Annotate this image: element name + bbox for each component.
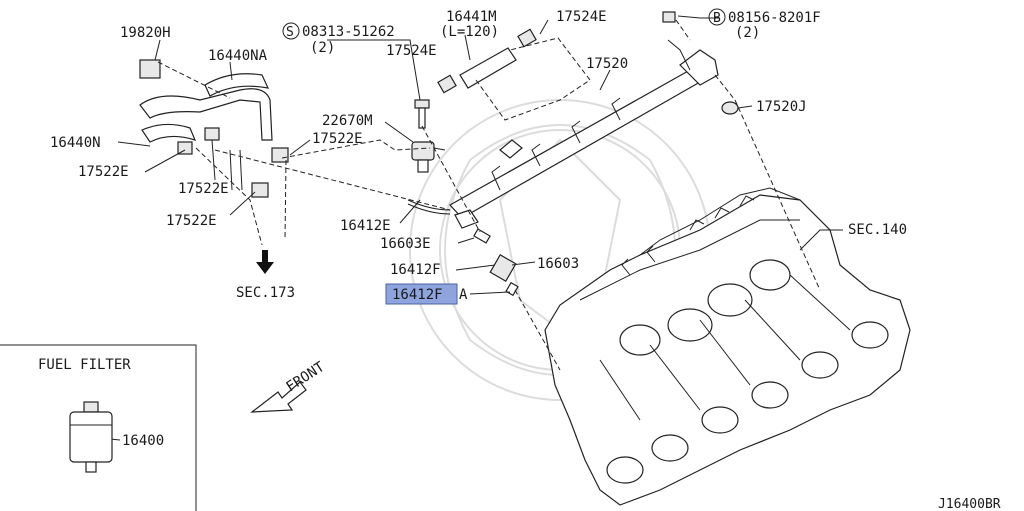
label-b-prefix: B [713, 11, 721, 26]
label-16603[interactable]: 16603 [537, 256, 579, 272]
label-19820H[interactable]: 19820H [120, 25, 171, 41]
label-16440N[interactable]: 16440N [50, 135, 101, 151]
s-prefix-circle [282, 22, 300, 40]
label-16412E[interactable]: 16412E [340, 218, 391, 234]
fuel-hoses-assembly [139, 59, 289, 198]
highlighted-part-box [385, 283, 458, 305]
label-16412F-suffix: A [459, 287, 468, 303]
label-17522E-left[interactable]: 17522E [78, 164, 129, 180]
diagram-code: J16400BR [938, 497, 1001, 511]
label-16400[interactable]: 16400 [122, 433, 164, 449]
b-prefix-circle [708, 8, 726, 26]
pressure-regulator [411, 141, 446, 173]
front-arrow-icon [250, 381, 307, 413]
label-16603E[interactable]: 16603E [380, 236, 431, 252]
label-sec173[interactable]: SEC.173 [236, 285, 295, 301]
label-17522E-lower[interactable]: 17522E [166, 213, 217, 229]
label-sec140[interactable]: SEC.140 [848, 222, 907, 238]
hose-16441m [437, 28, 537, 94]
label-16440NA[interactable]: 16440NA [208, 48, 268, 64]
fuel-rail [449, 11, 719, 229]
label-17524E-mid[interactable]: 17524E [386, 43, 437, 59]
label-08156-8201F[interactable]: 08156-8201F [728, 10, 821, 26]
injector-16603 [473, 228, 519, 297]
label-leader-lines [99, 15, 843, 441]
label-17522E-center[interactable]: 17522E [178, 181, 229, 197]
fuel-filter-title: FUEL FILTER [38, 357, 131, 373]
sec173-arrow [256, 250, 274, 274]
return-hose [407, 199, 451, 211]
label-16441M[interactable]: 16441M [446, 9, 497, 25]
label-17522E-right[interactable]: 17522E [312, 131, 363, 147]
label-08313-51262[interactable]: 08313-51262 [302, 24, 395, 40]
label-08313-qty: (2) [310, 40, 335, 56]
label-16412F-highlighted[interactable]: 16412F [392, 287, 443, 303]
label-17520J[interactable]: 17520J [756, 99, 807, 115]
label-16412F[interactable]: 16412F [390, 262, 441, 278]
seal-17520j [721, 101, 739, 115]
label-17520[interactable]: 17520 [586, 56, 628, 72]
label-22670M[interactable]: 22670M [322, 113, 373, 129]
fuel-filter-inset [0, 344, 197, 511]
label-16441M-length: (L=120) [440, 24, 499, 40]
label-s-prefix: S [286, 25, 294, 40]
label-17524E-top[interactable]: 17524E [556, 9, 607, 25]
intake-manifold [544, 187, 911, 506]
bolt-08313 [414, 99, 430, 129]
label-08156-qty: (2) [735, 25, 760, 41]
